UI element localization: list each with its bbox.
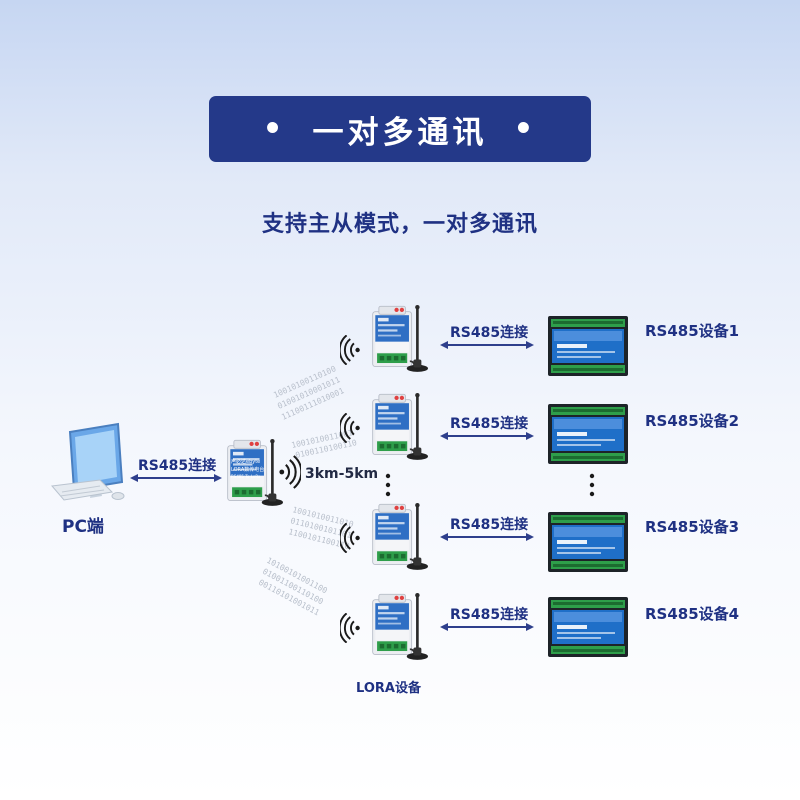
- range-label: 3km-5km: [305, 466, 379, 482]
- device-label-2: RS485设备2: [645, 412, 740, 430]
- lora-device-label: LORA设备: [356, 681, 421, 696]
- rs485-device-4: [548, 597, 628, 657]
- master-module-model: RS485 To LoRa: [231, 474, 261, 479]
- title-banner: • 一对多通讯 •: [209, 96, 591, 162]
- radio-wave-icon-1: [340, 335, 361, 365]
- subtitle: 支持主从模式，一对多通讯: [261, 212, 538, 237]
- branch-link-label-4: RS485连接: [450, 607, 529, 623]
- rs485-device-3: [548, 512, 628, 572]
- radio-wave-icon-4: [340, 613, 361, 643]
- slave-lora-module-4: [371, 591, 430, 661]
- rs485-device-1: [548, 316, 628, 376]
- binary-stream-4: 10100101001100 01001100110100 0011010100…: [257, 556, 329, 618]
- module-ellipsis: [385, 473, 391, 497]
- device-ellipsis: [589, 473, 595, 497]
- rs485-device-2: [548, 404, 628, 464]
- device-label-4: RS485设备4: [645, 605, 740, 623]
- device-label-1: RS485设备1: [645, 322, 740, 340]
- desktop-computer-icon: [51, 422, 125, 501]
- master-module-text: LORA数传电台: [231, 467, 265, 473]
- branch-link-label-1: RS485连接: [450, 325, 529, 341]
- master-module-brand: 声必达ebyte: [231, 459, 261, 465]
- binary-stream-3: 1001010011010 0110100101101 110010110011…: [288, 505, 355, 551]
- page-title: 一对多通讯: [312, 114, 488, 151]
- slave-lora-module-2: [371, 391, 430, 461]
- binary-stream-1: 10010100110100 01001010001011 1110011101…: [272, 364, 345, 422]
- pc-label: PC端: [62, 517, 104, 537]
- pc-link-label: RS485连接: [138, 458, 217, 474]
- device-label-3: RS485设备3: [645, 518, 740, 536]
- binary-stream-2: 1001010011001 0100110100110: [291, 428, 358, 460]
- slave-lora-module-1: [371, 303, 430, 373]
- branch-link-label-2: RS485连接: [450, 416, 529, 432]
- branch-link-label-3: RS485连接: [450, 517, 529, 533]
- master-radio-wave-icon: [278, 455, 301, 489]
- title-bullet-left: •: [262, 111, 287, 147]
- slave-lora-module-3: [371, 501, 430, 571]
- title-bullet-right: •: [513, 111, 538, 147]
